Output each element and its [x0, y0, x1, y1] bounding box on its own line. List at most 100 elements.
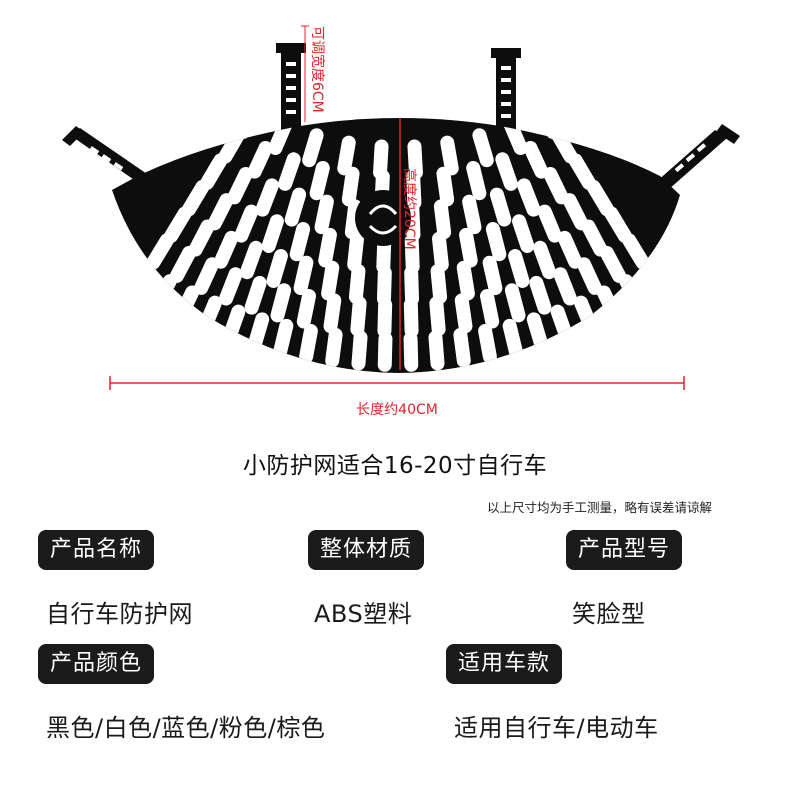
mesh-slot [462, 194, 482, 235]
mesh-slot [640, 261, 669, 298]
mesh-slot [429, 296, 446, 337]
mesh-slot [480, 289, 500, 329]
name-tag: 产品名称 [38, 530, 155, 570]
mesh-slot [213, 230, 239, 269]
mesh-slot [403, 331, 419, 372]
mesh-slot [436, 166, 455, 207]
color-tag: 产品颜色 [38, 644, 155, 684]
mesh-slot [433, 199, 452, 240]
guard-product-illustration: 可调宽度6CM 高度约20CM 长度约40CM [62, 25, 740, 418]
strap-width-label: 可调宽度6CM [309, 26, 326, 113]
mesh-slot [431, 231, 449, 272]
model-value: 笑脸型 [572, 600, 646, 628]
mesh-slot [512, 214, 535, 253]
mesh-slot [581, 219, 608, 257]
material-tag: 整体材质 [308, 530, 425, 570]
mesh-slot [586, 179, 614, 217]
mesh-slot [247, 140, 273, 179]
height-label: 高度约20CM [401, 168, 418, 250]
fit-value: 适用自行车/电动车 [454, 714, 659, 742]
mesh-slot [200, 153, 228, 190]
mesh-slot [543, 167, 569, 205]
mesh-slot [482, 255, 503, 296]
mesh-slot [489, 187, 512, 227]
mesh-slot [273, 318, 294, 359]
mesh-slot [325, 327, 343, 368]
mesh-slot [576, 257, 602, 295]
guard-mesh-slots [127, 118, 669, 372]
mesh-slot [604, 206, 632, 243]
mesh-slot [485, 222, 507, 262]
mesh-slot [523, 140, 549, 179]
mesh-slot [453, 327, 471, 368]
mesh-slot [553, 267, 577, 306]
mesh-slot [454, 293, 473, 334]
mesh-slot [350, 296, 367, 337]
strap-left [62, 126, 150, 184]
mesh-slot [459, 227, 478, 268]
mesh-slot [266, 249, 288, 288]
mesh-slot [309, 160, 330, 201]
mesh-slot [533, 240, 557, 280]
material-value: ABS塑料 [314, 600, 413, 628]
fit-tag: 适用车款 [446, 644, 563, 684]
mesh-slot [284, 187, 307, 227]
length-label: 长度约40CM [356, 402, 438, 418]
mesh-slot [478, 324, 497, 364]
mesh-slot [373, 139, 389, 180]
strap-width-dimension: 可调宽度6CM [301, 25, 326, 122]
mesh-slot [568, 153, 596, 190]
strap-right [656, 124, 740, 190]
mesh-slot [599, 245, 627, 283]
mesh-slot [146, 233, 174, 270]
strap-slots [89, 62, 707, 173]
color-value: 黑色/白色/蓝色/粉色/棕色 [46, 714, 326, 742]
smiley-badge [355, 190, 411, 246]
mesh-slot [537, 204, 562, 243]
mesh-slot [517, 178, 541, 217]
mesh-slot [164, 206, 192, 243]
mesh-slot [337, 135, 356, 176]
mesh-slot [619, 274, 646, 312]
mesh-slot [404, 233, 420, 274]
mesh-slot [261, 214, 284, 253]
mesh-slot [182, 179, 210, 217]
mesh-slot [255, 178, 279, 217]
mesh-slot [239, 240, 263, 280]
measurement-note: 以上尺寸均为手工测量，略有误差请谅解 [486, 500, 712, 515]
mesh-slot [314, 194, 334, 235]
mesh-slot [169, 245, 197, 283]
mesh-slot [188, 219, 215, 257]
mesh-slot [194, 257, 220, 295]
name-value: 自行车防护网 [46, 600, 193, 628]
mesh-slot [150, 274, 177, 312]
mesh-slot [529, 275, 552, 315]
model-tag: 产品型号 [566, 530, 683, 570]
mesh-slot [404, 265, 420, 306]
mesh-slot [440, 135, 459, 176]
mesh-slot [495, 152, 518, 191]
mesh-slot [466, 160, 487, 201]
mesh-slot [403, 297, 419, 338]
mesh-slot [270, 283, 292, 323]
mesh-slot [244, 275, 267, 315]
mesh-slot [293, 255, 314, 296]
mesh-slot [508, 249, 530, 288]
mesh-slot [207, 193, 234, 231]
mesh-slot [504, 283, 526, 323]
mesh-slot [323, 293, 342, 334]
mesh-slot [289, 222, 311, 262]
mesh-slot [430, 264, 448, 304]
mesh-slot [557, 230, 583, 269]
mesh-slot [407, 139, 423, 180]
mesh-slot [341, 166, 360, 207]
mesh-slot [296, 289, 316, 329]
mesh-slot [377, 297, 393, 338]
mesh-slot [377, 331, 393, 372]
mesh-slot [406, 169, 422, 210]
mesh-slot [318, 227, 337, 268]
mesh-slot [622, 233, 650, 270]
mesh-slot [302, 128, 324, 168]
mesh-slot [234, 204, 259, 243]
